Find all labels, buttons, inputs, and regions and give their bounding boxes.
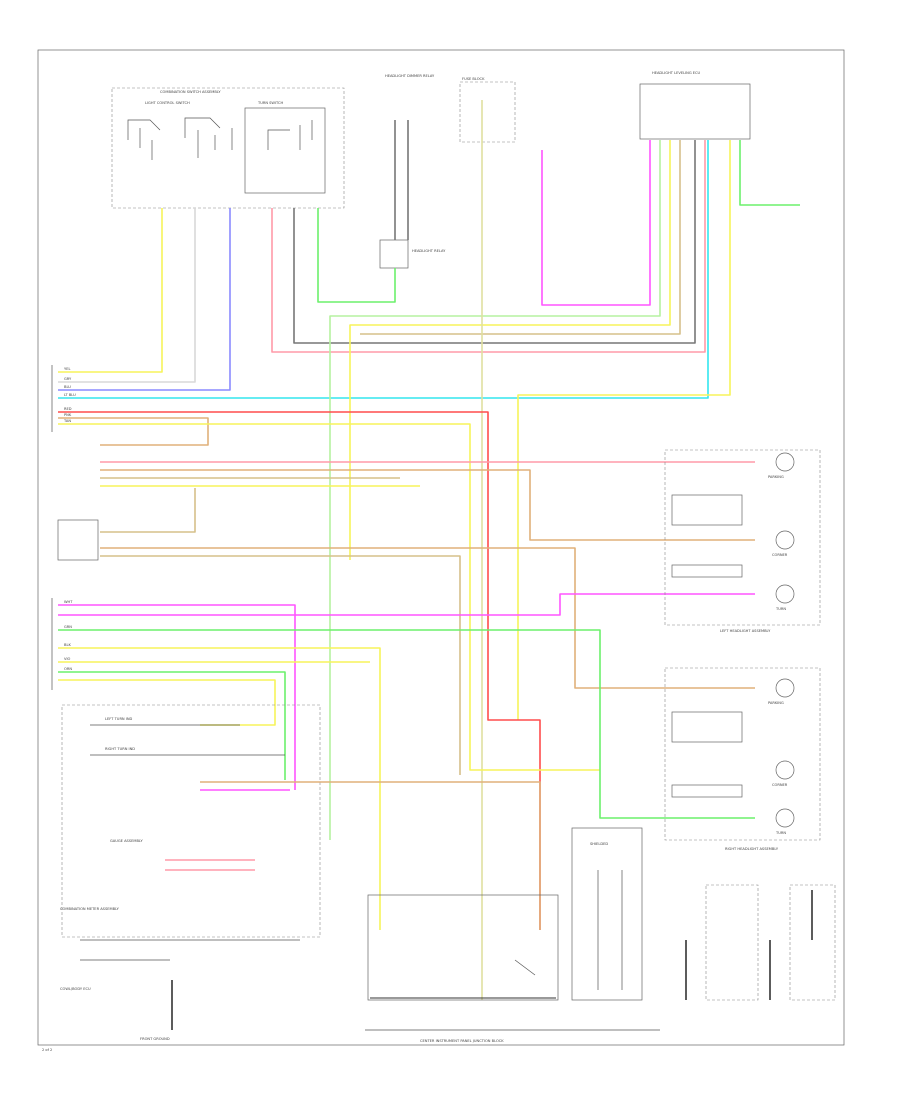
combination-switch-box bbox=[111, 87, 345, 209]
wire-cyan-1 bbox=[58, 140, 709, 399]
wire-yellow-7 bbox=[58, 679, 276, 726]
shielded-label: SHIELDED bbox=[590, 842, 608, 846]
wire-green-ecu bbox=[739, 140, 800, 206]
front-ground-label: FRONT GROUND bbox=[140, 1037, 170, 1041]
right-headlight-leveler bbox=[671, 711, 743, 743]
shielded-wires bbox=[597, 870, 623, 990]
left-parking-label: PARKING bbox=[768, 475, 784, 479]
left-headlight-conn bbox=[671, 564, 743, 578]
leveling-ecu-label: HEADLIGHT LEVELING ECU bbox=[652, 71, 701, 75]
gauge-assembly-label: GAUGE ASSEMBLY bbox=[110, 839, 143, 843]
left-turn-label: TURN bbox=[775, 607, 786, 611]
left-headlight-leveler bbox=[671, 494, 743, 526]
wire-green-1 bbox=[317, 208, 396, 303]
code-tag-4: LT BLU bbox=[64, 393, 76, 397]
turn-switch-label: TURN SWITCH bbox=[257, 101, 284, 105]
code-tag-9: GRN bbox=[64, 625, 72, 629]
code-tag-3: BLU bbox=[64, 385, 71, 389]
wire-yellow-3 bbox=[58, 423, 600, 771]
left-bulbs bbox=[775, 452, 795, 604]
wire-magenta-1 bbox=[541, 140, 651, 306]
wire-white-1 bbox=[58, 208, 196, 383]
junction-switch bbox=[514, 959, 536, 976]
left-headlight-label: LEFT HEADLIGHT ASSEMBLY bbox=[720, 629, 771, 633]
page-tag: 2 of 2 bbox=[42, 1048, 52, 1052]
headlight-relay-label: HEADLIGHT RELAY bbox=[412, 249, 446, 253]
right-parking-label: PARKING bbox=[768, 701, 784, 705]
wire-tan-4 bbox=[100, 488, 196, 533]
wire-green-2 bbox=[58, 629, 755, 819]
dimmer-relay-box bbox=[379, 239, 409, 269]
right-corner-label: CORNER bbox=[772, 783, 788, 787]
wire-yellow-1 bbox=[58, 208, 163, 373]
wire-pink-1 bbox=[271, 140, 706, 353]
combination-meter-label: COMBINATION METER ASSEMBLY bbox=[60, 907, 120, 911]
ground-box-2 bbox=[789, 884, 836, 1001]
ground-box-1 bbox=[705, 884, 759, 1001]
wire-tan-1 bbox=[360, 140, 681, 335]
wire-gray-1 bbox=[293, 140, 696, 344]
wire-yellow-2 bbox=[349, 140, 671, 560]
code-tag-8: WHT bbox=[64, 600, 73, 604]
combo-switch-label: COMBINATION SWITCH ASSEMBLY bbox=[160, 90, 221, 94]
wire-lightgreen-1 bbox=[329, 140, 661, 840]
wire-orange-4 bbox=[200, 781, 541, 930]
wire-code-tags: YEL GRY BLU LT BLU RED PNK TAN WHT GRN B… bbox=[63, 367, 76, 671]
wire-blue-1 bbox=[58, 208, 231, 391]
wire-orange-3 bbox=[100, 547, 755, 689]
light-control-switch-label: LIGHT CONTROL SWITCH bbox=[145, 101, 190, 105]
level-ecu-left-box bbox=[57, 519, 99, 561]
fuse-block-box bbox=[459, 81, 516, 143]
code-tag-2: GRY bbox=[64, 377, 72, 381]
right-turn-label: TURN bbox=[775, 831, 786, 835]
wire-tan-3 bbox=[100, 555, 461, 775]
code-tag-7: TAN bbox=[63, 419, 71, 423]
cowl-body-ecu-label: COWL/BODY ECU bbox=[60, 987, 91, 991]
code-tag-1: YEL bbox=[64, 367, 70, 371]
right-headlight-box bbox=[664, 667, 821, 841]
dimmer-relay-label: HEADLIGHT DIMMER RELAY bbox=[385, 74, 435, 78]
wire-magenta-3 bbox=[58, 593, 755, 616]
code-tag-5: RED bbox=[64, 407, 72, 411]
gauge-assembly-box bbox=[61, 704, 321, 938]
left-headlight-box bbox=[664, 449, 821, 626]
wire-red-main bbox=[58, 411, 541, 930]
left-turn-ind-label: LEFT TURN IND bbox=[105, 717, 133, 721]
right-turn-ind-label: RIGHT TURN IND bbox=[105, 747, 135, 751]
diagram-frame bbox=[37, 49, 845, 1046]
junction-block bbox=[367, 894, 559, 1001]
code-tag-10: BLK bbox=[64, 643, 71, 647]
wire-green-3 bbox=[58, 671, 286, 780]
leveling-ecu-box bbox=[639, 83, 751, 140]
wire-yellow-ecu bbox=[517, 140, 731, 720]
wire-orange-1 bbox=[58, 417, 209, 446]
left-corner-label: CORNER bbox=[772, 553, 788, 557]
wire-yellow-5 bbox=[58, 647, 381, 930]
right-headlight-conn bbox=[671, 784, 743, 798]
code-tag-6: PNK bbox=[64, 413, 72, 417]
footer-label: CENTER INSTRUMENT PANEL JUNCTION BLOCK bbox=[420, 1039, 504, 1043]
light-switch-contacts bbox=[127, 117, 313, 160]
code-tag-12: ORN bbox=[64, 667, 72, 671]
wire-orange-2 bbox=[100, 469, 755, 541]
fuse-block-label: FUSE BLOCK bbox=[462, 77, 485, 81]
right-headlight-label: RIGHT HEADLIGHT ASSEMBLY bbox=[725, 847, 779, 851]
shielded-box bbox=[571, 827, 643, 1001]
code-tag-11: VIO bbox=[64, 657, 71, 661]
turn-switch-box bbox=[244, 107, 326, 194]
wire-magenta-2 bbox=[58, 604, 296, 790]
right-bulbs bbox=[775, 678, 795, 828]
